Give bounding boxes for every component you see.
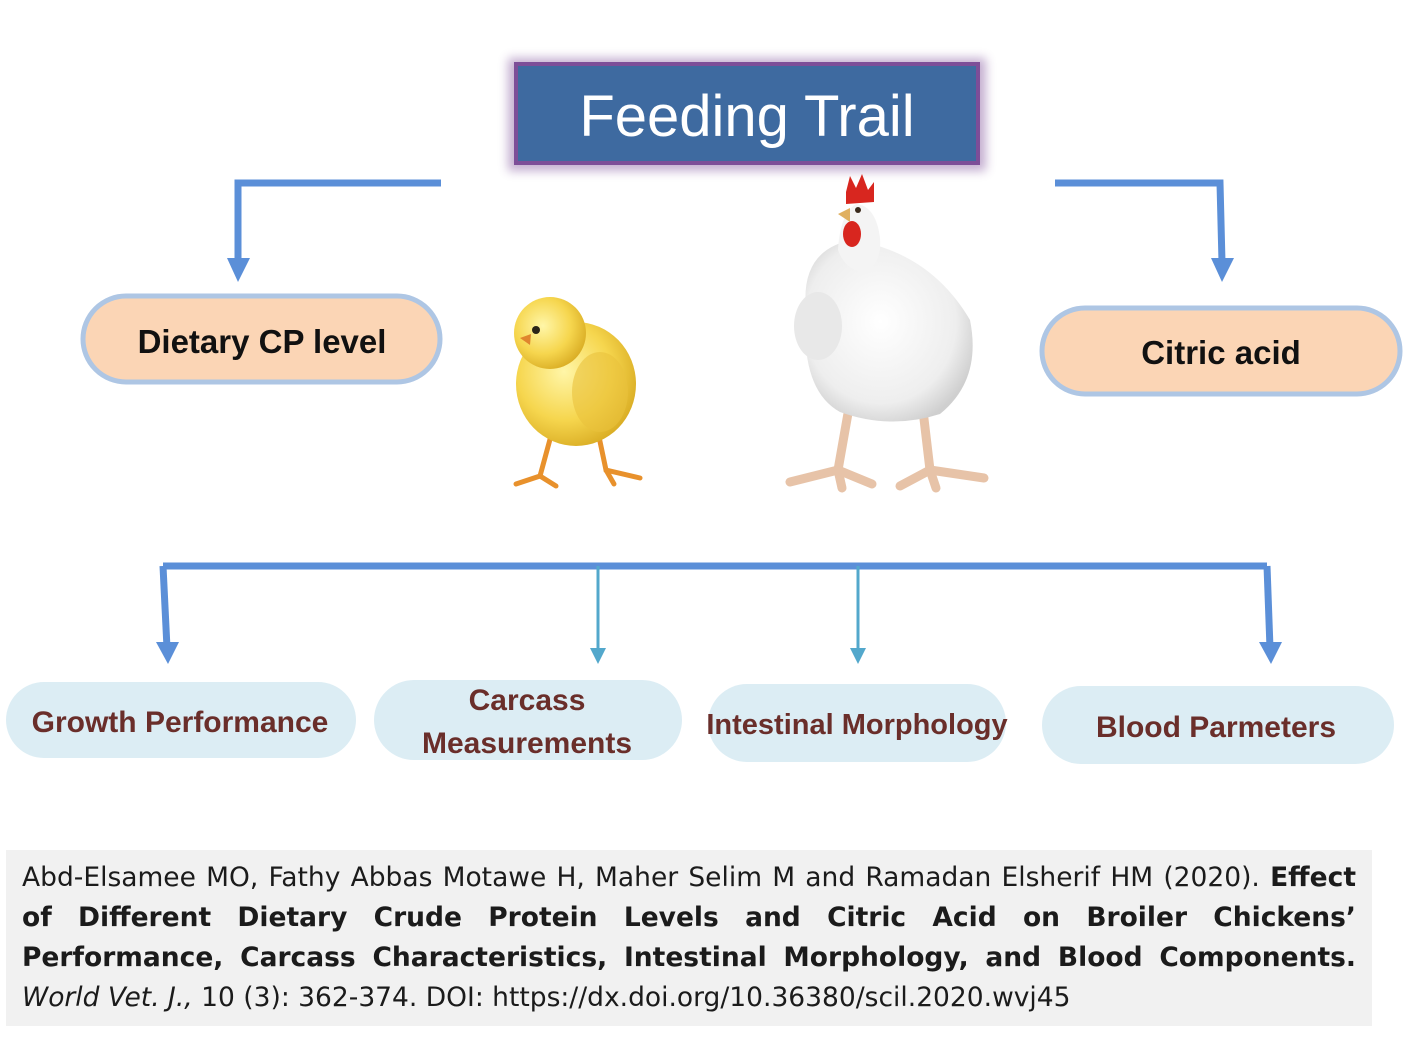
connector-right (1055, 179, 1226, 263)
factor-cp-label: Dietary CP level (138, 323, 387, 360)
outcome-connectors (159, 562, 1274, 652)
outcome-arrowheads (156, 642, 1282, 664)
citation-details: 10 (3): 362-374. DOI: https://dx.doi.org… (201, 982, 1071, 1013)
arrowhead-right (1211, 258, 1234, 282)
arrowhead-intestinal (850, 648, 866, 664)
citation-title: Effect of Different Dietary Crude Protei… (22, 862, 1356, 973)
citation-authors: Abd-Elsamee MO, Fathy Abbas Motawe H, Ma… (22, 862, 1260, 893)
connector-growth (159, 565, 171, 649)
factor-connectors (234, 179, 1226, 263)
factor-cp-box (80, 293, 443, 385)
arrowhead-left (227, 258, 250, 282)
title-box-frame (514, 62, 980, 165)
hen-illustration (785, 174, 989, 493)
outcome-intestinal: Intestinal Morphology (706, 684, 1008, 762)
outcome-carcass-label-line2: Measurements (422, 727, 632, 760)
outcome-blood-box (1042, 686, 1394, 764)
factor-citric: Citric acid (1039, 305, 1403, 397)
outcome-growth-label: Growth Performance (32, 706, 329, 739)
title-box: Feeding Trail (508, 58, 986, 171)
outcome-growth-box (6, 682, 356, 758)
factor-citric-label: Citric acid (1141, 334, 1301, 371)
outcome-blood-label: Blood Parmeters (1096, 711, 1336, 744)
outcome-carcass-box (374, 680, 682, 760)
factor-arrowheads (227, 258, 1234, 282)
outcome-growth: Growth Performance (6, 682, 356, 758)
outcome-intestinal-label: Intestinal Morphology (706, 709, 1007, 741)
outcome-blood: Blood Parmeters (1042, 686, 1394, 764)
citation-block: Abd-Elsamee MO, Fathy Abbas Motawe H, Ma… (6, 850, 1372, 1026)
connector-left (234, 179, 441, 262)
outcome-intestinal-box (708, 684, 1006, 762)
diagram-title: Feeding Trail (579, 84, 914, 149)
connector-blood (1263, 565, 1274, 649)
factor-cp: Dietary CP level (80, 293, 443, 385)
chick-illustration (513, 297, 643, 489)
citation-journal: World Vet. J., (22, 982, 193, 1013)
arrowhead-carcass (590, 648, 606, 664)
arrowhead-blood (1259, 642, 1282, 664)
outcome-carcass: Carcass Measurements (374, 680, 682, 760)
factor-citric-box (1039, 305, 1403, 397)
arrowhead-growth (156, 642, 179, 664)
outcome-carcass-label-line1: Carcass (469, 684, 586, 717)
